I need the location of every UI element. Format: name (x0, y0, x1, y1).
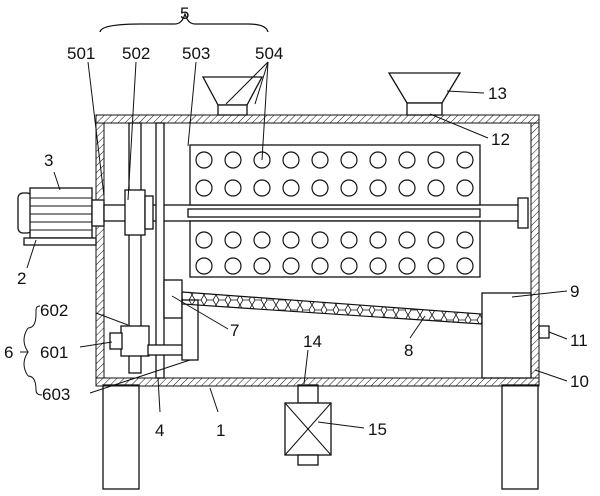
feed-hopper (387, 72, 462, 104)
label-603: 603 (42, 385, 70, 404)
sieve-hole (369, 179, 387, 197)
collection-chamber (481, 292, 532, 379)
left-hopper (201, 76, 264, 106)
label-5: 5 (180, 4, 189, 23)
sieve-hole (398, 231, 416, 249)
label-501: 501 (67, 44, 95, 63)
label-14: 14 (303, 332, 322, 351)
side-outlet (538, 325, 550, 339)
sieve-hole (456, 231, 474, 249)
sieve-hole (398, 151, 416, 169)
right-leg (501, 384, 539, 490)
sieve-hole (195, 231, 213, 249)
pulley-housing (128, 122, 142, 374)
sieve-hole (427, 257, 445, 275)
feed-neck (406, 102, 443, 116)
sieve-hole (456, 179, 474, 197)
left-leg (102, 384, 140, 490)
callout-labels: 5 501 502 503 504 3 2 13 12 9 602 6 601 … (4, 4, 589, 440)
sieve-hole (311, 151, 329, 169)
label-7: 7 (230, 321, 239, 340)
label-4: 4 (155, 421, 164, 440)
sieve-hole (427, 231, 445, 249)
label-3: 3 (44, 151, 53, 170)
label-10: 10 (570, 372, 589, 391)
sieve-hole (456, 257, 474, 275)
sieve-hole (427, 179, 445, 197)
label-9: 9 (570, 282, 579, 301)
leader-lines (20, 11, 568, 429)
label-503: 503 (182, 44, 210, 63)
motor-base (23, 237, 97, 246)
label-12: 12 (491, 130, 510, 149)
sieve-hole (340, 231, 358, 249)
sieve-hole (224, 179, 242, 197)
sieve-hole (224, 257, 242, 275)
sieve-hole (369, 151, 387, 169)
sieve-hole (195, 257, 213, 275)
inclined-screen (181, 291, 483, 325)
label-601: 601 (40, 343, 68, 362)
belt-drive (109, 122, 189, 379)
sieve-hole (311, 257, 329, 275)
sieve-hole (340, 151, 358, 169)
label-8: 8 (404, 341, 413, 360)
label-1: 1 (216, 421, 225, 440)
sieve-hole (398, 257, 416, 275)
sieve-hole (253, 257, 271, 275)
sieve-hole (282, 179, 300, 197)
label-11: 11 (570, 331, 588, 350)
sieve-hole (311, 179, 329, 197)
left-hopper-neck (217, 104, 248, 116)
sieve-hole (340, 179, 358, 197)
label-2: 2 (17, 269, 26, 288)
sieve-hole (253, 179, 271, 197)
sieve-hole (398, 179, 416, 197)
sieve-hole (224, 231, 242, 249)
sieve-hole (311, 231, 329, 249)
sieve-hole (282, 257, 300, 275)
sieve-hole (340, 257, 358, 275)
sieve-hole (224, 151, 242, 169)
sieve-hole (427, 151, 445, 169)
sieve-holes (195, 151, 474, 275)
sieve-hole (195, 151, 213, 169)
lower-shaft (109, 332, 123, 350)
outlet-pipe-lower (297, 454, 319, 466)
label-502: 502 (122, 44, 150, 63)
sieve-hole (369, 231, 387, 249)
support-plate (155, 122, 165, 379)
legs (102, 384, 539, 490)
outlet-pipe (297, 384, 319, 404)
sieve-hole (282, 231, 300, 249)
sieve-hole (253, 231, 271, 249)
hoppers (201, 72, 462, 116)
sieve-hole (456, 151, 474, 169)
label-15: 15 (368, 420, 387, 439)
label-504: 504 (255, 44, 283, 63)
bracket-5 (99, 11, 269, 33)
housing (95, 114, 540, 387)
label-13: 13 (488, 84, 507, 103)
lower-pulley (120, 325, 150, 357)
sieve-hole (369, 257, 387, 275)
label-602: 602 (40, 301, 68, 320)
sieve-hole (195, 179, 213, 197)
sieve-hole (282, 151, 300, 169)
motor (17, 187, 105, 246)
label-6: 6 (4, 343, 13, 362)
main-shaft (103, 197, 529, 229)
outlet-assembly (284, 384, 332, 466)
